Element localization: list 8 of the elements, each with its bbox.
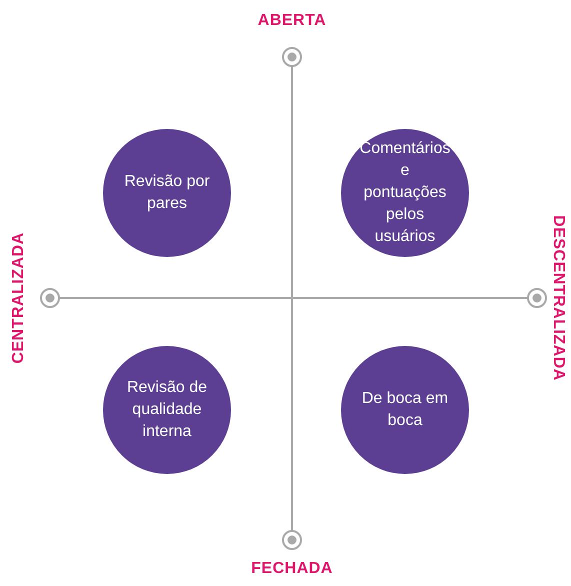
axis-label: FECHADA [251,560,333,578]
axis-label: DESCENTRALIZADA [549,215,567,381]
axis-label: CENTRALIZADA [10,232,28,364]
category-label: Revisão de qualidade interna [126,378,208,442]
category-label: De boca em boca [360,389,450,431]
category-label: Comentários e pontuações pelos usuários [358,139,452,247]
axis-label: ABERTA [258,12,326,30]
category-label: Revisão por pares [123,172,211,214]
